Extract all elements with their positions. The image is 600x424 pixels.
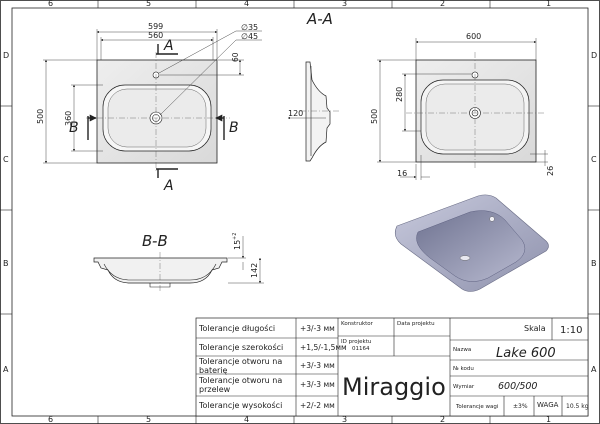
dim-142: 142 xyxy=(250,263,259,278)
col-label-top: 1 xyxy=(546,0,551,8)
wymiar-value: 600/500 xyxy=(498,381,537,392)
col-label-top: 2 xyxy=(440,0,445,8)
dim-d35: ∅35 xyxy=(241,23,258,32)
section-bb-title: B-B xyxy=(142,232,168,250)
isometric-render xyxy=(394,194,549,292)
col-label-bottom: 6 xyxy=(48,415,53,424)
col-label-bottom: 1 xyxy=(546,415,551,424)
waga-value: 10.5 kg xyxy=(566,403,589,410)
row-label-right: A xyxy=(591,365,597,374)
brand-logo: Miraggio xyxy=(342,373,446,401)
col-label-top: 5 xyxy=(146,0,151,8)
row-label-right: D xyxy=(591,51,597,60)
skala-value: 1:10 xyxy=(560,325,582,336)
dim-280: 280 xyxy=(395,87,404,102)
skala-label: Skala xyxy=(524,324,546,333)
dim-360: 360 xyxy=(64,111,73,126)
col-label-bottom: 4 xyxy=(244,415,249,424)
section-label-b-right: B xyxy=(229,120,239,136)
tolerancje-wagi-value: ±3% xyxy=(513,403,528,410)
tolerancje-wagi-label: Tolerancje wagi xyxy=(455,404,499,410)
tol-value: +2/-2 мм xyxy=(300,401,335,410)
section-label-b-left: B xyxy=(69,120,79,136)
section-aa-view: A-A 120 xyxy=(287,10,340,162)
tol-label: Tolerancje wysokości xyxy=(198,400,282,410)
col-label-bottom: 5 xyxy=(146,415,151,424)
tol-label: Tolerancje otworu na baterię xyxy=(198,357,285,375)
wymiar-label: Wymiar xyxy=(453,384,475,390)
section-bb-view: B-B 15 +2 142 xyxy=(93,232,264,292)
dim-500: 500 xyxy=(36,109,45,124)
dim-26: 26 xyxy=(546,166,555,176)
col-label-top: 6 xyxy=(48,0,53,8)
data-projektu-label: Data projektu xyxy=(397,321,435,327)
top-view: 599 560 ∅35 ∅45 60 500 360 A A B B xyxy=(36,22,262,194)
tol-value: +1,5/-1,5мм xyxy=(300,343,347,352)
section-aa-title: A-A xyxy=(306,10,333,28)
row-label-right: C xyxy=(591,155,597,164)
nr-kodu-label: № kodu xyxy=(453,366,474,372)
tol-label-text: baterię xyxy=(199,366,228,375)
dim-d45: ∅45 xyxy=(241,32,258,41)
product-name: Lake 600 xyxy=(496,346,556,361)
row-label-left: B xyxy=(3,259,9,268)
row-label-right: B xyxy=(591,259,597,268)
id-projektu-value: 01164 xyxy=(352,346,370,352)
dim-15-sup: +2 xyxy=(232,233,238,240)
title-block: Tolerancje długości +3/-3 мм Tolerancje … xyxy=(195,317,589,417)
tol-label-text: przelew xyxy=(199,385,231,394)
dim-60: 60 xyxy=(231,52,240,62)
tol-label: Tolerancje szerokości xyxy=(198,342,283,352)
tol-label: Tolerancje długości xyxy=(198,323,275,333)
col-label-top: 4 xyxy=(244,0,249,8)
front-view-right: 600 500 280 16 26 xyxy=(370,32,555,180)
dim-600: 600 xyxy=(466,32,481,41)
id-projektu-label: ID projektu xyxy=(341,339,371,345)
nazwa-label: Nazwa xyxy=(453,347,471,353)
dim-560: 560 xyxy=(148,31,163,40)
section-label-a-bottom: A xyxy=(163,178,174,194)
tol-label-text: Tolerancje otworu na xyxy=(198,357,282,366)
konstruktor-label: Konstruktor xyxy=(341,321,374,327)
dim-120: 120 xyxy=(288,109,303,118)
tol-value: +3/-3 мм xyxy=(300,361,335,370)
waga-label: WAGA xyxy=(537,401,559,409)
col-label-bottom: 3 xyxy=(342,415,347,424)
tol-value: +3/-3 мм xyxy=(300,324,335,333)
dim-15: 15 xyxy=(233,240,242,250)
section-label-a-top: A xyxy=(163,38,174,54)
tol-label: Tolerancje otworu na przelew xyxy=(198,376,285,394)
col-label-bottom: 2 xyxy=(440,415,445,424)
dim-16: 16 xyxy=(397,169,407,178)
row-label-left: D xyxy=(3,51,9,60)
tol-value: +3/-3 мм xyxy=(300,380,335,389)
row-label-left: C xyxy=(3,155,9,164)
dim-599: 599 xyxy=(148,22,163,31)
tol-label-text: Tolerancje otworu na xyxy=(198,376,282,385)
row-label-left: A xyxy=(3,365,9,374)
col-label-top: 3 xyxy=(342,0,347,8)
dim-right-500: 500 xyxy=(370,109,379,124)
